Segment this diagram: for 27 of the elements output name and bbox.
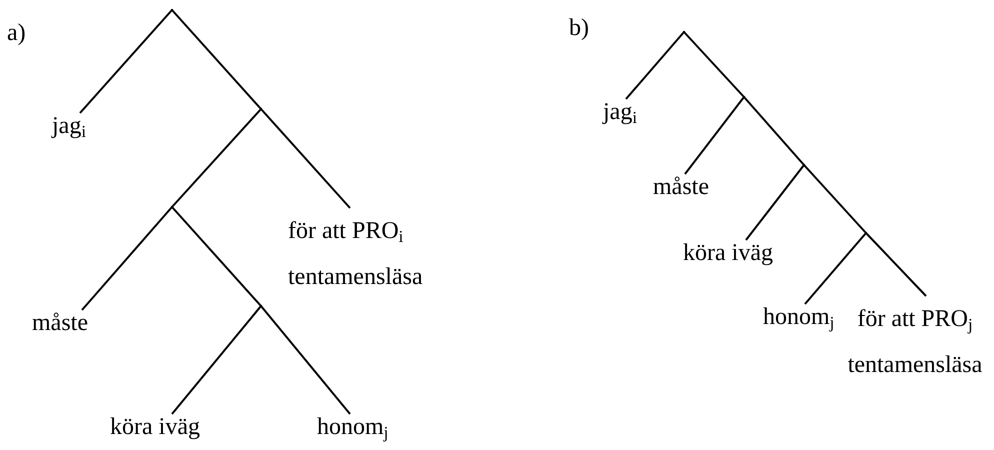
tree-branch-line — [260, 305, 351, 415]
tree-leaf-label: måste — [653, 174, 733, 202]
tree-branch-line — [81, 206, 173, 311]
tree-leaf-label: köra iväg — [110, 414, 230, 442]
tree-branch-line — [171, 305, 262, 415]
tree-leaf-label: honom$_{j}$ — [317, 414, 417, 442]
tree-branch-line — [79, 9, 173, 114]
tree-branch-line — [745, 164, 805, 241]
tree-branch-line — [865, 232, 927, 297]
tree-branch-line — [171, 9, 262, 110]
tree-branch-line — [743, 96, 805, 166]
tree-branch-line — [684, 96, 745, 175]
tree-leaf-label: för att PRO$_{i}$ tentamensläsa — [288, 208, 463, 300]
panel-label: a) — [7, 20, 26, 48]
tree-leaf-label: jag$_{i}$ — [603, 99, 663, 127]
tree-branch-line — [803, 164, 867, 234]
tree-branch-line — [260, 108, 351, 209]
tree-leaf-label: köra iväg — [683, 240, 803, 268]
tree-branch-line — [804, 232, 867, 305]
panel-label: b) — [569, 15, 589, 43]
tree-leaf-label: för att PRO$_{j}$ tentamensläsa — [836, 296, 994, 388]
tree-branch-line — [625, 31, 685, 100]
tree-branch-line — [171, 206, 262, 307]
tree-branch-line — [171, 108, 262, 208]
tree-leaf-label: jag$_{i}$ — [52, 113, 112, 141]
tree-branch-line — [683, 31, 745, 98]
tree-leaf-label: måste — [32, 310, 112, 338]
